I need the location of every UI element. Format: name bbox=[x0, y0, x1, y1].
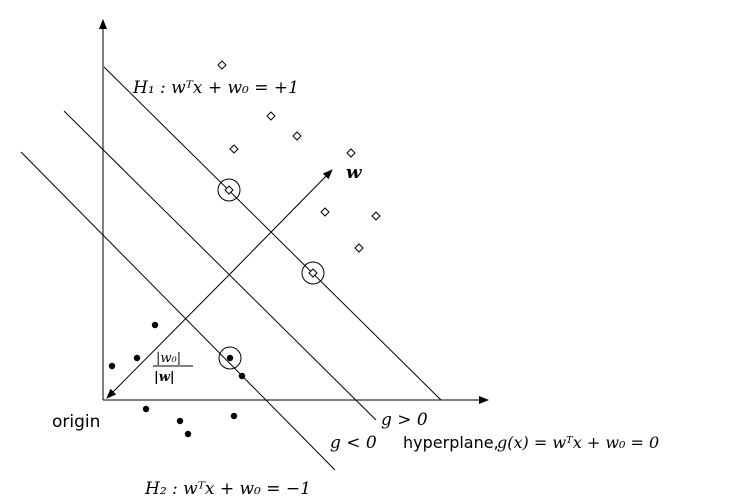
dot-point bbox=[176, 417, 184, 425]
margin-line-h2 bbox=[20, 151, 336, 471]
dot-point bbox=[108, 362, 116, 370]
dot-point bbox=[226, 354, 234, 362]
dot-point bbox=[238, 372, 246, 380]
diamond-point bbox=[346, 148, 356, 158]
dot-point bbox=[151, 321, 159, 329]
diamond-point bbox=[229, 144, 239, 154]
diamond-point bbox=[292, 131, 302, 141]
diamond-point bbox=[371, 211, 381, 221]
dot-point bbox=[142, 405, 150, 413]
diamond-point bbox=[217, 60, 227, 70]
dot-point bbox=[133, 354, 141, 362]
dot-point bbox=[184, 430, 192, 438]
diamond-point bbox=[224, 185, 234, 195]
distance-numerator: |w₀| bbox=[156, 351, 181, 366]
diamond-point bbox=[308, 268, 318, 278]
support-vector-ring bbox=[301, 261, 325, 285]
hyperplane-equation: g(x) = wᵀx + w₀ = 0 bbox=[497, 433, 659, 452]
hyperplane-prefix: hyperplane, bbox=[403, 433, 499, 452]
distance-denominator: |w| bbox=[154, 370, 175, 385]
w-vector-label: w bbox=[346, 162, 363, 183]
decision-hyperplane bbox=[63, 110, 377, 421]
h1-label: H₁ : wᵀx + w₀ = +1 bbox=[132, 78, 299, 98]
support-vector-ring bbox=[217, 178, 241, 202]
origin-label: origin bbox=[52, 412, 100, 432]
support-vectors bbox=[217, 178, 325, 370]
margin-line-h1 bbox=[103, 66, 442, 401]
diamond-point bbox=[320, 207, 330, 217]
h2-label: H₂ : wᵀx + w₀ = −1 bbox=[144, 479, 311, 499]
normal-vector-w bbox=[227, 169, 333, 277]
dot-point bbox=[230, 412, 238, 420]
positive-class-points bbox=[217, 60, 381, 278]
diamond-point bbox=[266, 111, 276, 121]
support-vector-ring bbox=[218, 346, 242, 370]
g-positive-label: g > 0 bbox=[381, 410, 428, 430]
diamond-point bbox=[354, 243, 364, 253]
distance-arrow bbox=[106, 275, 229, 399]
g-negative-label: g < 0 bbox=[330, 433, 377, 453]
negative-class-points bbox=[108, 321, 246, 438]
